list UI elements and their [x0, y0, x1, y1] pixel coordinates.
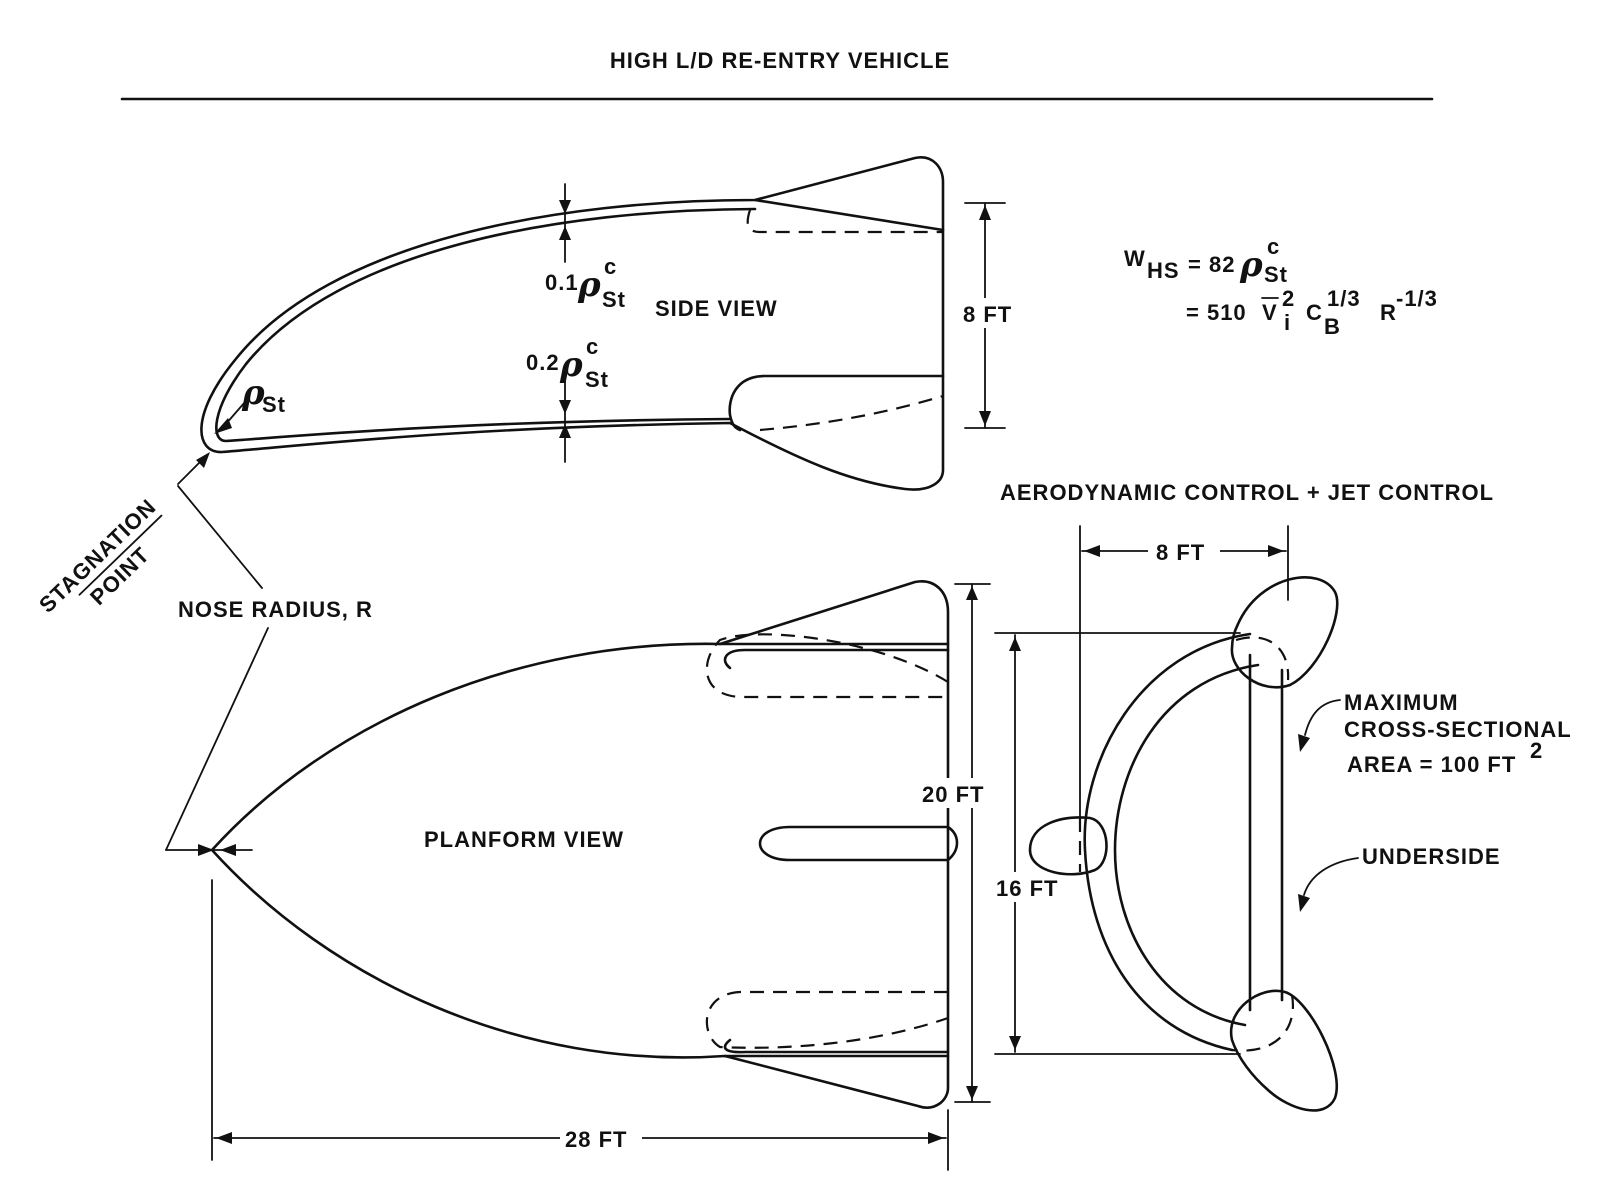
svg-text:ρ: ρ: [577, 265, 601, 305]
upper-thickness-label: 0.1 ρ St c: [545, 254, 626, 312]
planform-upper-fin: [723, 648, 950, 670]
svg-text:St: St: [585, 367, 609, 392]
rear-width-label: 8 FT: [1156, 540, 1205, 565]
lower-thickness-arrow-down: [559, 400, 571, 414]
svg-text:ρ: ρ: [559, 345, 583, 385]
diagram-title: HIGH L/D RE-ENTRY VEHICLE: [610, 48, 950, 73]
side-body-outline: [200, 156, 945, 491]
svg-text:St: St: [262, 392, 286, 417]
planform-view-label: PLANFORM VIEW: [424, 827, 624, 852]
svg-text:St: St: [1264, 262, 1288, 287]
max-area-leader: [1304, 699, 1341, 736]
svg-text:ρ: ρ: [241, 373, 265, 413]
svg-text:i: i: [1284, 310, 1291, 335]
svg-text:MAXIMUM: MAXIMUM: [1344, 690, 1459, 715]
rear-width-arrow-left: [1084, 545, 1100, 557]
nose-rho-arrow: [214, 418, 232, 434]
stagnation-leader: [177, 461, 201, 485]
side-height-arrow-bot: [979, 411, 991, 426]
svg-text:C: C: [1306, 300, 1323, 325]
svg-text:AREA = 100 FT: AREA = 100 FT: [1347, 752, 1516, 777]
side-view-label: SIDE VIEW: [655, 296, 778, 321]
side-lower-fin-dash: [759, 394, 944, 432]
side-height-label-bg: [960, 298, 1020, 328]
side-height-label: 8 FT: [963, 302, 1012, 327]
svg-text:V: V: [1262, 300, 1278, 325]
rear-outer-arc: [1083, 632, 1252, 1052]
length-arrow-right: [928, 1132, 944, 1144]
stagnation-point-label: STAGNATION POINT: [34, 494, 163, 618]
svg-text:= 510: = 510: [1186, 300, 1247, 325]
rear-side-pod: [1028, 816, 1108, 876]
rear-height-label-bg: [992, 872, 1062, 902]
span-arrow-bot: [966, 1086, 978, 1100]
planform-lower-fin-dash: [705, 990, 949, 1049]
svg-text:c: c: [1267, 234, 1280, 259]
nose-radius-leader-down: [165, 627, 269, 851]
rear-top-pod: [1230, 576, 1339, 689]
length-arrow-left: [216, 1132, 232, 1144]
svg-text:R: R: [1380, 300, 1397, 325]
svg-text:1/3: 1/3: [1327, 286, 1361, 311]
svg-text:2: 2: [1282, 286, 1295, 311]
svg-text:ρ: ρ: [1239, 245, 1263, 285]
svg-text:c: c: [586, 334, 599, 359]
rear-height-label: 16 FT: [996, 876, 1058, 901]
span-label-bg: [918, 778, 996, 808]
lower-thickness-arrow-up: [559, 424, 571, 438]
nose-rho-label: ρ St: [241, 373, 286, 417]
side-upper-fin-dash: [746, 209, 943, 234]
svg-text:0.1: 0.1: [545, 270, 579, 295]
svg-text:2: 2: [1530, 738, 1543, 763]
side-view: 0.1 ρ St c 0.2 ρ St c SIDE VIEW ρ St 8: [200, 156, 1020, 491]
svg-text:c: c: [604, 254, 617, 279]
svg-text:St: St: [602, 287, 626, 312]
svg-text:B: B: [1324, 314, 1341, 339]
length-label-bg: [560, 1124, 642, 1152]
underside-label: UNDERSIDE: [1362, 844, 1501, 869]
planform-upper-fin-dash: [705, 633, 949, 699]
length-label: 28 FT: [565, 1127, 627, 1152]
nose-radius-arrow-left: [198, 844, 214, 856]
svg-text:HS: HS: [1147, 258, 1180, 283]
side-lower-fin: [728, 374, 945, 432]
side-upper-fin: [753, 198, 945, 232]
nose-radius-arrow-right: [220, 844, 236, 856]
planform-outline: [210, 580, 950, 1109]
svg-text:0.2: 0.2: [526, 350, 560, 375]
planform-view: PLANFORM VIEW 20 FT 28 FT: [210, 580, 996, 1171]
rear-top-pod-dash: [1235, 636, 1290, 681]
rear-inner-arc: [1113, 663, 1260, 1027]
rear-bottom-pod: [1229, 989, 1338, 1112]
max-area-label: MAXIMUM CROSS-SECTIONAL AREA = 100 FT 2: [1344, 690, 1572, 777]
heat-shield-weight-equation: W HS = 82 ρ St c = 510 V 2 i C 1/3 B R -…: [1124, 234, 1438, 339]
rear-width-label-bg: [1148, 538, 1220, 566]
side-inner-skin: [215, 207, 757, 443]
stagnation-arrow: [196, 452, 210, 468]
svg-text:-1/3: -1/3: [1396, 286, 1438, 311]
nose-radius-leader-up: [177, 485, 263, 589]
lower-thickness-label: 0.2 ρ St c: [526, 334, 609, 392]
upper-thickness-arrow-up: [559, 226, 571, 240]
side-height-arrow-top: [979, 205, 991, 220]
rear-view: AERODYNAMIC CONTROL + JET CONTROL 8 FT 1…: [992, 480, 1572, 1112]
max-area-arrow: [1298, 734, 1310, 752]
planform-lower-fin: [723, 1038, 950, 1054]
nose-radius-label: NOSE RADIUS, R: [178, 597, 373, 622]
svg-text:= 82: = 82: [1188, 252, 1235, 277]
underside-leader: [1303, 857, 1359, 896]
planform-center-pod: [758, 825, 959, 862]
rear-height-arrow-bot: [1009, 1036, 1021, 1050]
svg-text:W: W: [1124, 246, 1146, 271]
rear-height-arrow-top: [1009, 637, 1021, 651]
control-label: AERODYNAMIC CONTROL + JET CONTROL: [1000, 480, 1494, 505]
span-arrow-top: [966, 586, 978, 600]
rear-width-arrow-right: [1268, 545, 1284, 557]
span-label: 20 FT: [922, 782, 984, 807]
rear-bottom-pod-dash: [1231, 994, 1295, 1052]
svg-text:CROSS-SECTIONAL: CROSS-SECTIONAL: [1344, 717, 1572, 742]
upper-thickness-arrow-down: [559, 200, 571, 214]
underside-arrow: [1298, 894, 1310, 912]
